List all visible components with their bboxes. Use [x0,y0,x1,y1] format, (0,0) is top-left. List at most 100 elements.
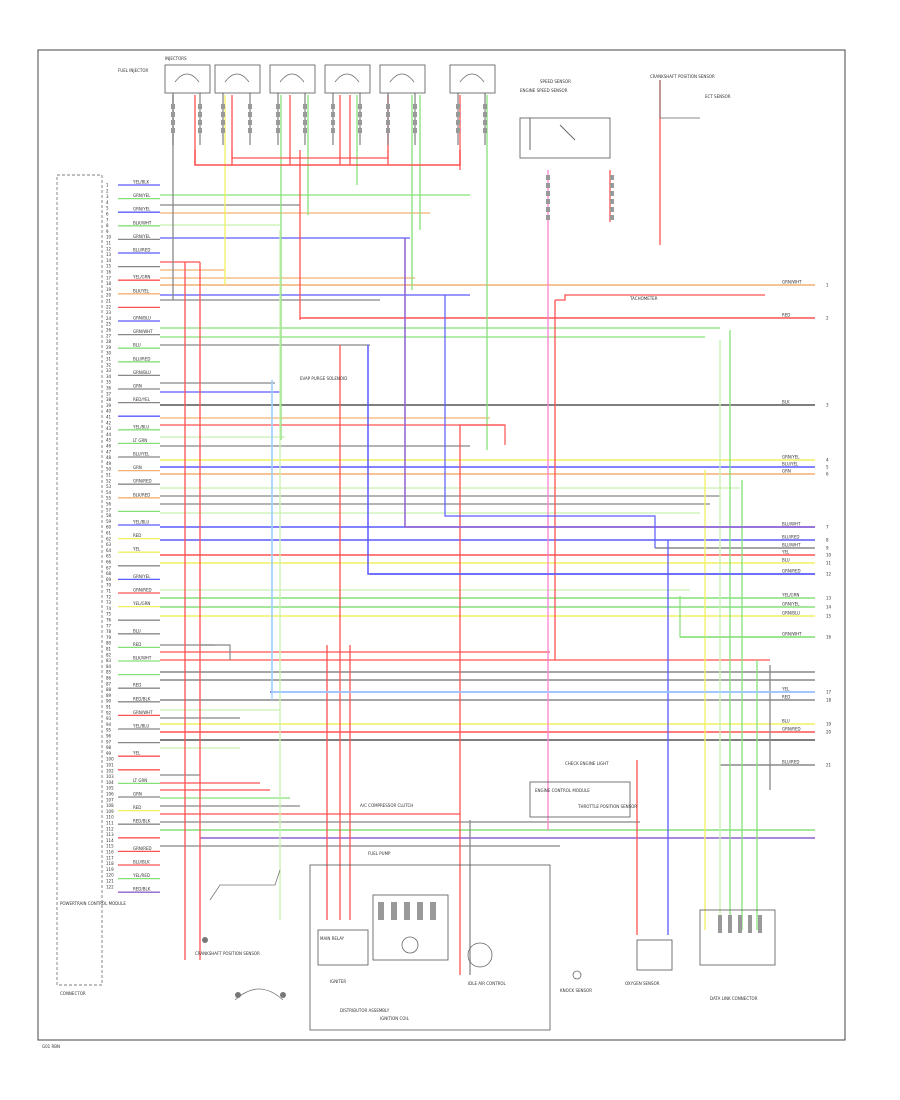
pcm-wire-label: RED [133,805,141,810]
pcm-wire-label: BLU [133,628,141,633]
pcm-wire-label: BLU/RED [133,356,150,361]
sensor-dot [280,992,286,998]
right-pin-number: 10 [826,553,832,558]
sensor-line [659,80,700,119]
knock-sensor-icon [572,970,582,980]
right-wire-label: GRN/RED [782,727,801,732]
pcm-pin-number: 4 [106,200,109,205]
pcm-pin-number: 60 [106,525,112,530]
pcm-wire-label: RED/YEL [133,397,151,402]
note-evap: EVAP PURGE SOLENOID [300,376,347,381]
right-pin-number: 18 [826,698,832,703]
pcm-wire-label: YEL/BLU [132,724,149,729]
igniter-terminal [430,902,436,920]
pcm-pin-number: 78 [106,629,112,634]
terminal-mark [456,104,460,109]
right-pin-number: 12 [826,572,832,577]
right-wire-label: YEL [781,687,790,692]
pcm-pin-number: 112 [106,826,114,831]
pcm-pin-number: 53 [106,484,112,489]
igniter-box [372,894,449,961]
injector-coil-icon [174,73,200,83]
pcm-pin-number: 56 [106,502,112,507]
pcm-wire-label: RED/BLK [133,696,151,701]
top-left-caption: FUEL INJECTOR [118,68,149,73]
component-layer [164,64,776,1031]
pcm-pin-number: 39 [106,403,112,408]
terminal-mark [546,175,550,180]
pcm-pin-number: 91 [106,705,112,710]
pcm-pin-number: 34 [106,374,112,379]
pcm-pin-number: 96 [106,734,112,739]
switch-arm [559,124,576,141]
pcm-pin-number: 19 [106,287,112,292]
pcm-pin-number: 48 [106,455,112,460]
injector-coil-icon [459,73,485,83]
terminal-mark [198,104,202,109]
distributor-cap-icon [401,936,419,954]
red-bus-inner [231,150,389,159]
red-bus [194,150,461,166]
terminal-mark [386,104,390,109]
main-relay-box [317,929,369,966]
pcm-pin-number: 44 [106,432,112,437]
pcm-pin-number: 74 [106,606,112,611]
injector-coil-icon [334,73,360,83]
pcm-pin-number: 63 [106,542,112,547]
terminal-mark [546,199,550,204]
pcm-pin-number: 12 [106,246,112,251]
terminal-mark [331,104,335,109]
right-wire-label: BLU [782,719,790,724]
pcm-wire-label: YEL/BLK [132,180,150,185]
pcm-pin-number: 101 [106,763,114,768]
pcm-pin-number: 73 [106,600,112,605]
terminal-mark [276,120,280,125]
pcm-wire-label: RED [133,533,141,538]
right-pin-number: 7 [826,525,829,530]
terminal-mark [456,112,460,117]
pcm-pin-number: 3 [106,194,109,199]
pcm-wire-label: YEL/RED [132,873,150,878]
pcm-pin-number: 35 [106,380,112,385]
pcm-pin-number: 49 [106,461,112,466]
pcm-pin-number: 71 [106,589,112,594]
pcm-pin-number: 70 [106,583,112,588]
pcm-pin-number: 32 [106,362,112,367]
terminal-mark [386,112,390,117]
pcm-pin-number: 86 [106,676,112,681]
right-pin-number: 11 [826,561,832,566]
gray-run [200,644,231,660]
pcm-wire-label: LT GRN [133,438,147,443]
terminal-mark [171,104,175,109]
pcm-wire-label: BLK/RED [133,492,150,497]
pcm-pin-number: 97 [106,739,112,744]
pcm-pin-number: 67 [106,565,112,570]
pcm-pin-number: 72 [106,594,112,599]
right-pin-number: 1 [826,283,829,288]
pcm-pin-number: 16 [106,270,112,275]
pcm-wire-label: GRN/YEL [133,574,151,579]
pcm-pin-number: 1 [106,183,109,188]
terminal-mark [546,215,550,220]
pcm-pin-number: 110 [106,815,114,820]
terminal-mark [221,104,225,109]
connector-title: CONNECTOR [60,991,86,996]
pcm-pin-number: 69 [106,577,112,582]
speed-sensor-switch [519,117,611,159]
pcm-pin-number: 17 [106,275,112,280]
terminal-mark [546,183,550,188]
pcm-pin-number: 18 [106,281,112,286]
pcm-pin-number: 107 [106,797,114,802]
right-pin-number: 16 [826,635,832,640]
pcm-pin-number: 95 [106,728,112,733]
pcm-pin-number: 46 [106,444,112,449]
pcm-wire-label: GRN/RED [133,846,152,851]
note-fuelpump: FUEL PUMP [368,851,391,856]
right-pin-number: 8 [826,538,829,543]
pcm-pin-number: 79 [106,635,112,640]
pcm-pin-number: 118 [106,861,114,866]
right-wire-label: YEL/GRN [781,593,799,598]
distributor-sub: IGNITION COIL [380,1016,410,1021]
pcm-pin-number: 103 [106,774,114,779]
pcm-pin-number: 47 [106,449,112,454]
